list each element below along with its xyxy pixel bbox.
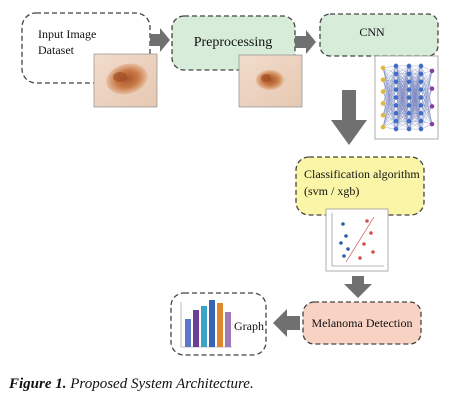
graph-label: Graph <box>234 319 264 333</box>
nn-neuron <box>406 110 412 116</box>
arrow-classification-to-melanoma <box>344 276 372 298</box>
nn-neuron <box>380 65 386 71</box>
arrow-melanoma-to-graph <box>273 309 300 337</box>
nn-neuron <box>380 124 386 130</box>
arrow-cnn-to-classification <box>331 90 367 145</box>
skin-lesion-image <box>93 53 158 108</box>
caption-text: Proposed System Architecture. <box>66 376 254 392</box>
nn-neuron <box>393 87 399 92</box>
nn-neuron <box>406 87 412 92</box>
nn-neuron <box>418 110 424 116</box>
nn-neuron <box>393 110 399 116</box>
nn-neuron <box>406 63 412 69</box>
cnn-label: CNN <box>359 25 385 39</box>
nn-neuron <box>418 71 424 77</box>
nn-neuron <box>418 95 424 100</box>
preprocessed-lesion-image <box>238 54 303 108</box>
nn-neuron <box>406 79 412 85</box>
nn-neuron <box>393 71 399 77</box>
nn-neuron <box>406 95 412 100</box>
figure-caption: Figure 1. Proposed System Architecture. <box>9 376 254 393</box>
nn-neuron <box>393 95 399 100</box>
nn-neuron <box>418 103 424 108</box>
nn-neuron <box>406 126 412 132</box>
cnn-node: CNN <box>319 13 439 57</box>
bar-chart-image <box>180 300 232 348</box>
preprocessing-label: Preprocessing <box>194 35 273 50</box>
arrow-preprocessing-to-cnn <box>295 30 316 54</box>
input-dataset-label-line2: Dataset <box>38 43 75 57</box>
nn-neuron <box>380 77 386 83</box>
classification-label-line2: (svm / xgb) <box>304 184 359 198</box>
nn-neuron <box>393 118 399 124</box>
nn-neuron <box>429 104 435 109</box>
nn-neuron <box>393 63 399 69</box>
classification-label-line1: Classification algorithm <box>304 167 420 181</box>
scatter-plot-image <box>325 208 389 272</box>
nn-neuron <box>393 79 399 85</box>
arrow-input-to-preprocessing <box>150 28 170 52</box>
nn-neuron <box>406 118 412 124</box>
nn-neuron <box>418 63 424 69</box>
melanoma-detection-node: Melanoma Detection <box>302 301 422 345</box>
nn-neuron <box>406 71 412 77</box>
nn-neuron <box>429 86 435 91</box>
nn-neuron <box>406 103 412 108</box>
nn-neuron <box>380 89 386 94</box>
nn-neuron <box>418 126 424 132</box>
nn-neuron <box>418 79 424 85</box>
nn-neuron <box>418 118 424 124</box>
nn-neuron <box>380 101 386 106</box>
melanoma-detection-label: Melanoma Detection <box>312 316 413 330</box>
classification-node: Classification algorithm (svm / xgb) <box>295 156 425 216</box>
nn-neuron <box>418 87 424 92</box>
figure-label: Figure 1. <box>9 376 67 392</box>
neural-network-image <box>374 55 439 140</box>
nn-neuron <box>393 126 399 132</box>
nn-neuron <box>393 103 399 108</box>
nn-neuron <box>429 121 435 127</box>
input-dataset-label-line1: Input Image <box>38 27 96 41</box>
nn-neuron <box>429 68 435 74</box>
nn-neuron <box>380 112 386 118</box>
